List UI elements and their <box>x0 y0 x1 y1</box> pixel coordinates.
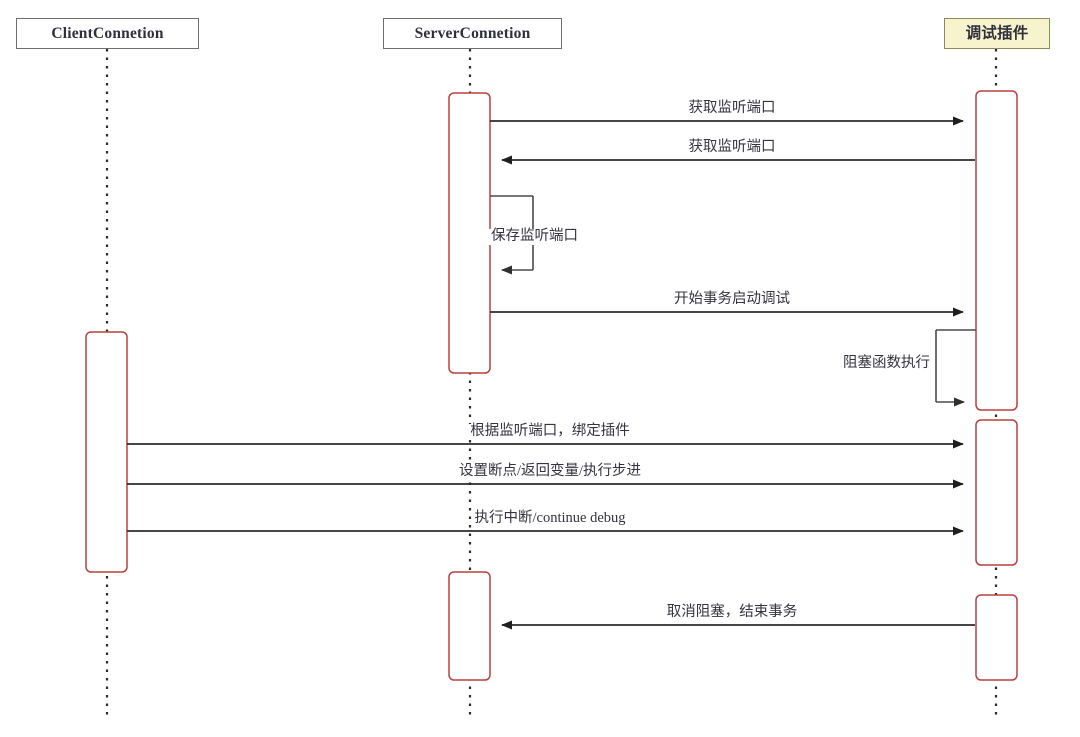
message-label-msg-4: 开始事务启动调试 <box>671 291 793 308</box>
message-label-msg-2: 获取监听端口 <box>685 139 779 156</box>
activation-bar-plugin-act-2[interactable] <box>975 419 1018 566</box>
self-message-msg-5[interactable] <box>935 329 976 407</box>
lifelines-group <box>105 49 998 720</box>
activation-bar-client-act-1[interactable] <box>85 331 128 573</box>
activation-bar-plugin-act-1[interactable] <box>975 90 1018 411</box>
message-label-msg-9: 取消阻塞，结束事务 <box>663 604 801 621</box>
participant-label-plugin: 调试插件 <box>965 24 1029 42</box>
activation-bar-plugin-act-3[interactable] <box>975 594 1018 681</box>
activation-bars-group <box>85 90 1018 681</box>
message-arrows-group <box>127 116 976 630</box>
activation-bar-server-act-2[interactable] <box>448 571 491 681</box>
participant-header-plugin[interactable]: 调试插件 <box>944 18 1050 49</box>
participant-label-server: ServerConnetion <box>414 24 531 42</box>
message-label-msg-5: 阻塞函数执行 <box>840 355 933 372</box>
message-label-msg-3: 保存监听端口 <box>488 228 581 245</box>
message-label-msg-6: 根据监听端口，绑定插件 <box>467 423 633 440</box>
message-label-msg-8: 执行中断/continue debug <box>471 510 629 527</box>
participant-header-server[interactable]: ServerConnetion <box>383 18 562 49</box>
participant-label-client: ClientConnetion <box>51 24 164 42</box>
message-label-msg-1: 获取监听端口 <box>685 100 779 117</box>
participant-header-client[interactable]: ClientConnetion <box>16 18 199 49</box>
message-label-msg-7: 设置断点/返回变量/执行步进 <box>455 463 645 480</box>
activation-bar-server-act-1[interactable] <box>448 92 491 374</box>
